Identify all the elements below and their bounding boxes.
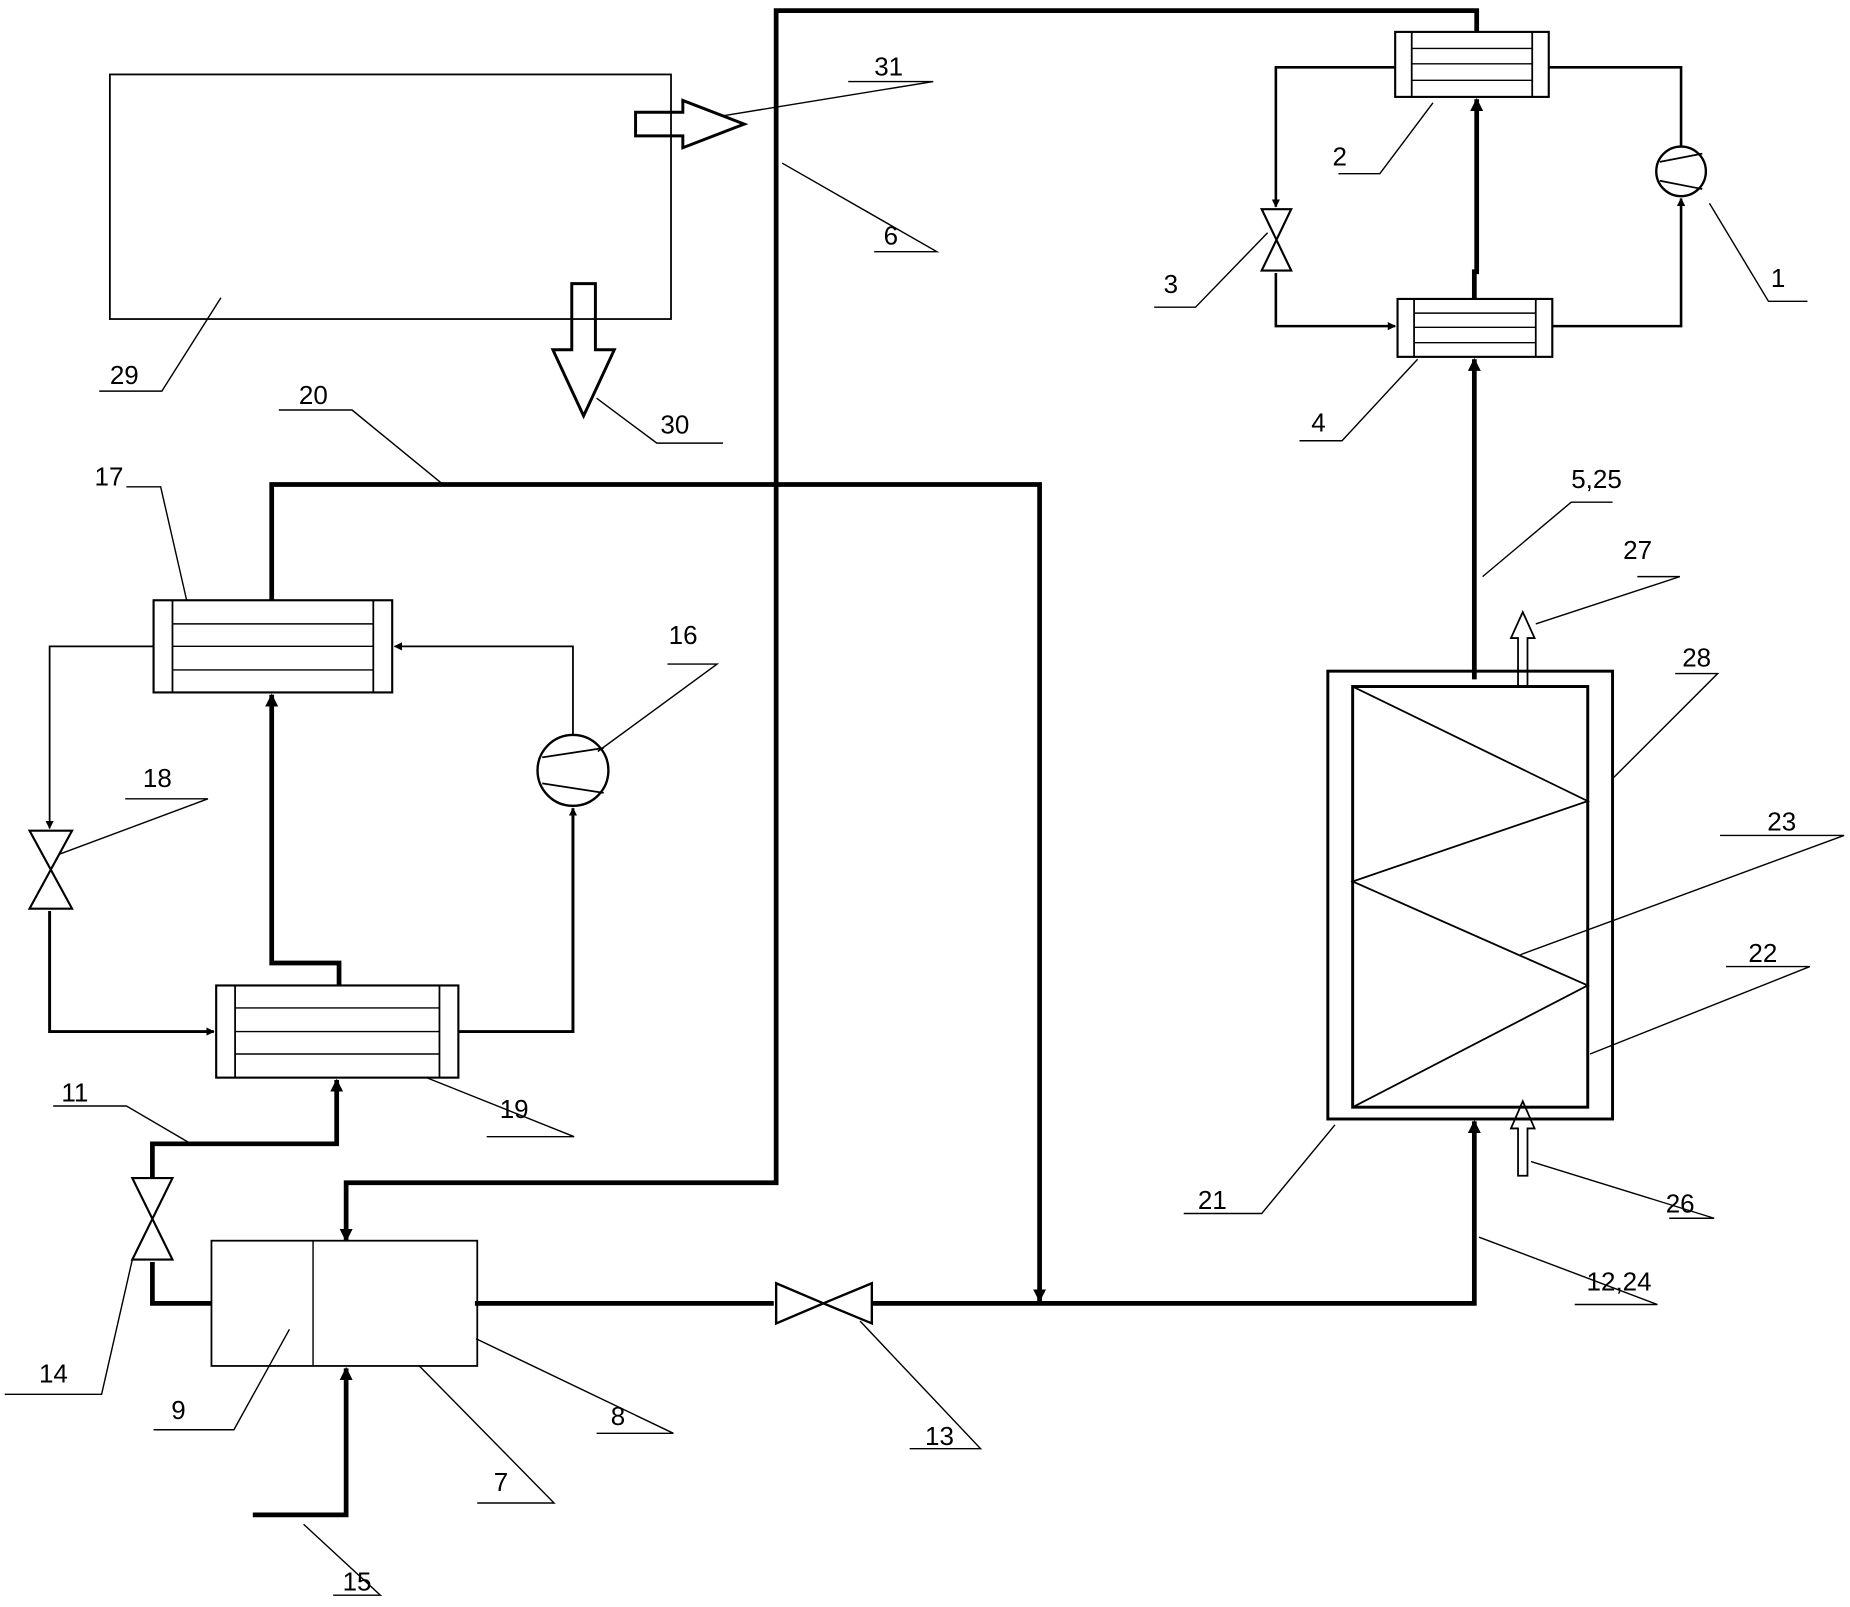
- line-18-to-19: [48, 911, 215, 1036]
- label-28: 28: [1682, 642, 1711, 672]
- line-4-to-1: [1552, 197, 1686, 328]
- pipe-6: [339, 8, 1480, 1242]
- label-27: 27: [1623, 535, 1652, 565]
- gas-line-4-to-2: [1470, 97, 1484, 299]
- label-13: 13: [925, 1421, 954, 1451]
- label-30: 30: [660, 410, 689, 440]
- label-19: 19: [500, 1094, 529, 1124]
- column-21: [1326, 669, 1615, 1121]
- label-22: 22: [1748, 938, 1777, 968]
- line-1-to-2: [1548, 66, 1683, 147]
- inlet-arrow-26: [1509, 1099, 1536, 1177]
- label-23: 23: [1767, 807, 1796, 837]
- label-8: 8: [611, 1401, 625, 1431]
- compressor-1: [1655, 145, 1708, 198]
- valve-14: [130, 1177, 175, 1261]
- heat-exchanger-4: [1396, 297, 1554, 358]
- label-4: 4: [1311, 407, 1325, 437]
- label-17: 17: [95, 462, 124, 492]
- label-7: 7: [494, 1467, 508, 1497]
- line-16-to-17: [393, 642, 574, 735]
- vent-arrow-27: [1509, 609, 1536, 686]
- line-13-to-column: [871, 1120, 1481, 1306]
- pipe-20: [269, 482, 1047, 1303]
- expansion-valve-18: [27, 829, 74, 910]
- label-2: 2: [1333, 141, 1347, 171]
- feed-line-15: [252, 1367, 353, 1518]
- label-1: 1: [1771, 263, 1785, 293]
- label-5-25: 5,25: [1571, 464, 1622, 494]
- line-3-to-4: [1274, 272, 1397, 331]
- tank-7: [210, 1239, 479, 1367]
- label-15: 15: [343, 1566, 372, 1596]
- compressor-16: [536, 733, 610, 808]
- block-29: [108, 73, 672, 320]
- heat-exchanger-2: [1394, 30, 1550, 98]
- outlet-arrow-31: [634, 98, 749, 150]
- heat-exchanger-19: [215, 984, 460, 1079]
- label-18: 18: [143, 763, 172, 793]
- line-9-to-14: [150, 1261, 212, 1306]
- gas-line-19-to-17: [265, 693, 342, 986]
- label-3: 3: [1164, 269, 1178, 299]
- label-31: 31: [874, 52, 903, 82]
- leader-lines: [4, 80, 1845, 1596]
- label-12-24: 12,24: [1587, 1266, 1652, 1296]
- label-9: 9: [171, 1395, 185, 1425]
- label-14: 14: [39, 1358, 68, 1388]
- component-labels: 1 2 3 4 5,25 6 7 8 9 11 12,24 13 14 15 1…: [39, 52, 1796, 1597]
- expansion-valve-3: [1259, 208, 1293, 272]
- heat-exchanger-17: [152, 599, 394, 694]
- outlet-arrow-30: [550, 282, 617, 420]
- line-19-to-16: [458, 807, 578, 1034]
- valve-13: [774, 1281, 874, 1326]
- line-11: [150, 1078, 344, 1179]
- label-26: 26: [1666, 1188, 1695, 1218]
- line-2-to-3: [1271, 66, 1396, 208]
- label-6: 6: [884, 221, 898, 251]
- label-20: 20: [299, 380, 328, 410]
- label-11: 11: [61, 1077, 88, 1107]
- label-29: 29: [110, 360, 139, 390]
- line-17-to-18: [45, 645, 154, 830]
- label-16: 16: [669, 620, 698, 650]
- label-21: 21: [1198, 1185, 1227, 1215]
